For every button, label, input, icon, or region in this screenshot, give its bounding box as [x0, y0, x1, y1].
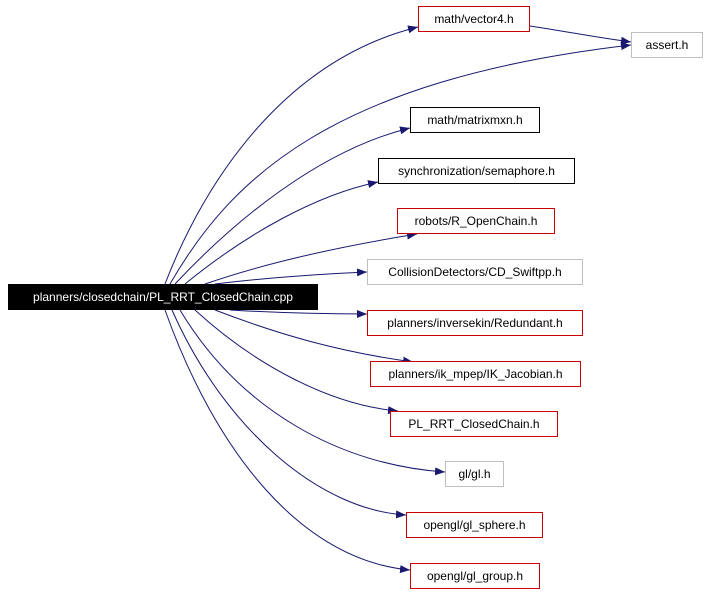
include-node-gl-group[interactable]: opengl/gl_group.h: [410, 563, 540, 589]
include-node-redundant[interactable]: planners/inversekin/Redundant.h: [367, 310, 583, 336]
include-node-jacobian[interactable]: planners/ik_mpep/IK_Jacobian.h: [370, 361, 581, 387]
edge-root-to-vector4: [164, 25, 419, 285]
edge-root-to-semaphore: [184, 180, 379, 285]
edge-root-to-assert: [169, 42, 632, 285]
include-node-assert: assert.h: [631, 32, 703, 58]
edge-root-to-swiftpp: [214, 268, 368, 285]
edge-root-to-sphere: [171, 309, 407, 519]
edge-root-to-jacobian: [214, 309, 414, 365]
include-node-gl: gl/gl.h: [445, 461, 504, 487]
edge-root-to-matrixmxn: [174, 126, 411, 285]
include-node-matrixmxn[interactable]: math/matrixmxn.h: [410, 107, 540, 133]
include-node-vector4[interactable]: math/vector4.h: [418, 6, 530, 32]
include-node-swiftpp: CollisionDetectors/CD_Swiftpp.h: [367, 259, 583, 285]
edge-root-to-openchain: [204, 231, 418, 285]
edge-root-to-group: [164, 309, 411, 574]
include-node-gl-sphere[interactable]: opengl/gl_sphere.h: [406, 512, 543, 538]
root-file-node: planners/closedchain/PL_RRT_ClosedChain.…: [8, 284, 318, 310]
include-node-semaphore[interactable]: synchronization/semaphore.h: [378, 158, 575, 184]
include-node-openchain[interactable]: robots/R_OpenChain.h: [397, 208, 555, 234]
edge-vector4-to-assert: [529, 25, 632, 45]
edges-layer: [164, 25, 632, 574]
include-node-closedchain-header[interactable]: PL_RRT_ClosedChain.h: [390, 411, 558, 437]
edge-root-to-closedchain_h: [194, 309, 399, 415]
edge-root-to-gl: [179, 309, 446, 476]
edge-root-to-redundant: [229, 309, 368, 318]
